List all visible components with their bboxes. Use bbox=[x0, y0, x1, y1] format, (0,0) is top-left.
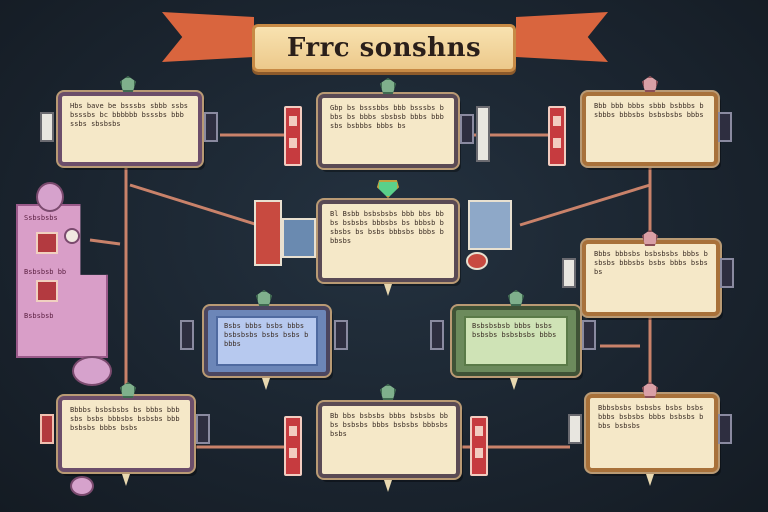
pin-icon bbox=[508, 290, 524, 306]
card-text: Bbb bbb bbbs sbbb bsbbbs bsbbbs bbbsbs b… bbox=[594, 102, 704, 119]
red-token-icon bbox=[284, 106, 302, 166]
card-left-mid[interactable]: Bsbs bbbs bsbs bbbs bsbsbsbs bsbs bsbs b… bbox=[204, 306, 330, 376]
card-top-center[interactable]: Gbp bs bsssbbs bbb bsssbs bbbs bs bbbs s… bbox=[318, 94, 458, 168]
dot-icon bbox=[64, 228, 80, 244]
card-text: Bl Bsbb bsbsbsbs bbb bbs bbbs bsbsbs bbb… bbox=[330, 210, 444, 245]
card-right-mid[interactable]: Bbbs bbbsbs bsbsbsbs bbbs bsbsbs bbbsbs … bbox=[582, 240, 720, 316]
card-tab bbox=[460, 114, 474, 144]
card-tab bbox=[40, 112, 54, 142]
card-tab bbox=[204, 112, 218, 142]
portrait-icon bbox=[36, 280, 58, 302]
card-tab bbox=[718, 112, 732, 142]
red-token-icon bbox=[470, 416, 488, 476]
card-tab bbox=[562, 258, 576, 288]
card-top-left[interactable]: Hbs bave be bsssbs sbbb ssbs bsssbs bc b… bbox=[58, 92, 202, 166]
side-panel-line: Bsbsbsb bb bbox=[24, 268, 67, 276]
card-top-right[interactable]: Bbb bbb bbbs sbbb bsbbbs bsbbbs bbbsbs b… bbox=[582, 92, 718, 166]
card-text: Bb bbs bsbsbs bbbs bsbsbs bbbs bsbsbs bb… bbox=[330, 412, 449, 438]
pin-icon bbox=[120, 382, 136, 398]
card-text: Hbs bave be bsssbs sbbb ssbs bsssbs bc b… bbox=[70, 102, 189, 128]
card-tab bbox=[718, 414, 732, 444]
card-bottom-center[interactable]: Bb bbs bsbsbs bbbs bsbsbs bbbs bsbsbs bb… bbox=[318, 402, 460, 478]
card-bottom-right[interactable]: Bbbsbsbs bsbsbs bsbs bsbs bbbs bsbsbs bb… bbox=[586, 394, 718, 472]
card-text: Bbbs bbbsbs bsbsbsbs bbbs bsbsbs bbbsbs … bbox=[594, 250, 708, 276]
card-tab bbox=[430, 320, 444, 350]
badge-icon bbox=[466, 252, 488, 270]
pin-icon bbox=[380, 78, 396, 94]
card-text: Bbbsbsbs bsbsbs bsbs bsbs bbbs bsbsbs bb… bbox=[598, 404, 704, 430]
card-bottom-left[interactable]: Bbbbs bsbsbsbs bs bbbs bbbsbs bsbs bbbsb… bbox=[58, 396, 194, 472]
speech-bubble-icon bbox=[72, 356, 112, 386]
pin-icon bbox=[642, 230, 658, 246]
pin-icon bbox=[256, 290, 272, 306]
avatar-bubble bbox=[36, 182, 64, 212]
pin-icon bbox=[380, 384, 396, 400]
card-tab bbox=[568, 414, 582, 444]
connector-line bbox=[129, 183, 259, 227]
card-text: Bsbsbsbsb bbbs bsbs bsbsbs bsbsbsbs bbbs bbox=[472, 322, 557, 339]
pin-icon bbox=[120, 76, 136, 92]
badge-icon bbox=[70, 476, 94, 496]
card-text: Bbbbs bsbsbsbs bs bbbs bbbsbs bsbs bbbsb… bbox=[70, 406, 180, 432]
red-token-icon bbox=[284, 416, 302, 476]
pin-icon bbox=[642, 382, 658, 398]
connector-line bbox=[89, 238, 121, 246]
banner-title: Frrc sonshns bbox=[286, 33, 482, 63]
side-panel-line: Bsbsbsb bbox=[24, 312, 54, 320]
connector-line bbox=[519, 183, 651, 227]
peg-icon bbox=[510, 378, 518, 390]
card-text: Gbp bs bsssbbs bbb bsssbs bbbs bs bbbs s… bbox=[330, 104, 444, 130]
card-text: Bsbs bbbs bsbs bbbs bsbsbsbs bsbs bsbs b… bbox=[224, 322, 309, 348]
photo-icon bbox=[254, 200, 282, 266]
portrait-icon bbox=[468, 200, 512, 250]
pin-icon bbox=[642, 76, 658, 92]
card-tab bbox=[40, 414, 54, 444]
peg-icon bbox=[262, 378, 270, 390]
portrait-icon bbox=[282, 218, 316, 258]
card-tab bbox=[720, 258, 734, 288]
portrait-icon bbox=[36, 232, 58, 254]
red-token-icon bbox=[548, 106, 566, 166]
card-center-mid[interactable]: Bsbsbsbsb bbbs bsbs bsbsbs bsbsbsbs bbbs bbox=[452, 306, 580, 376]
peg-icon bbox=[384, 480, 392, 492]
peg-icon bbox=[122, 474, 130, 486]
peg-icon bbox=[384, 284, 392, 296]
card-tab bbox=[582, 320, 596, 350]
banner: Frrc sonshns bbox=[252, 24, 516, 72]
side-panel-heading: Ssbsbsbs bbox=[24, 214, 58, 222]
card-tab bbox=[180, 320, 194, 350]
card-tab bbox=[334, 320, 348, 350]
card-tab bbox=[476, 106, 490, 162]
card-center[interactable]: Bl Bsbb bsbsbsbs bbb bbs bbbs bsbsbs bbb… bbox=[318, 200, 458, 282]
peg-icon bbox=[646, 474, 654, 486]
card-tab bbox=[196, 414, 210, 444]
